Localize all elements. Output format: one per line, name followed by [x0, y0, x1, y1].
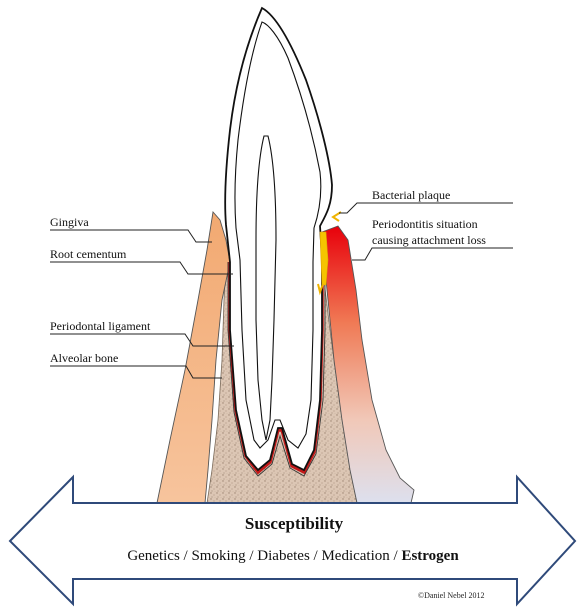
risk-factor-estrogen: Estrogen: [401, 548, 459, 564]
alveolar-bone-label: Alveolar bone: [50, 351, 118, 365]
periodontitis-leader: [352, 248, 513, 260]
periodontitis-label-line1: Periodontitis situation: [372, 217, 478, 231]
tooth-outline: [225, 8, 332, 470]
arrow-title: Susceptibility: [245, 514, 344, 533]
periodontal-ligament-label: Periodontal ligament: [50, 319, 151, 333]
root-cementum-label: Root cementum: [50, 247, 127, 261]
periodontitis-label-line2: causing attachment loss: [372, 233, 486, 247]
gingiva-leader: [50, 230, 212, 242]
risk-factors-line: Genetics / Smoking / Diabetes / Medicati…: [127, 548, 459, 564]
risk-factors-text: Genetics / Smoking / Diabetes / Medicati…: [127, 548, 401, 564]
bacterial-plaque-leader: [339, 203, 513, 213]
bacterial-plaque-label: Bacterial plaque: [372, 188, 450, 202]
gingiva-label: Gingiva: [50, 215, 89, 229]
copyright-text: ©Daniel Nebel 2012: [418, 591, 485, 600]
